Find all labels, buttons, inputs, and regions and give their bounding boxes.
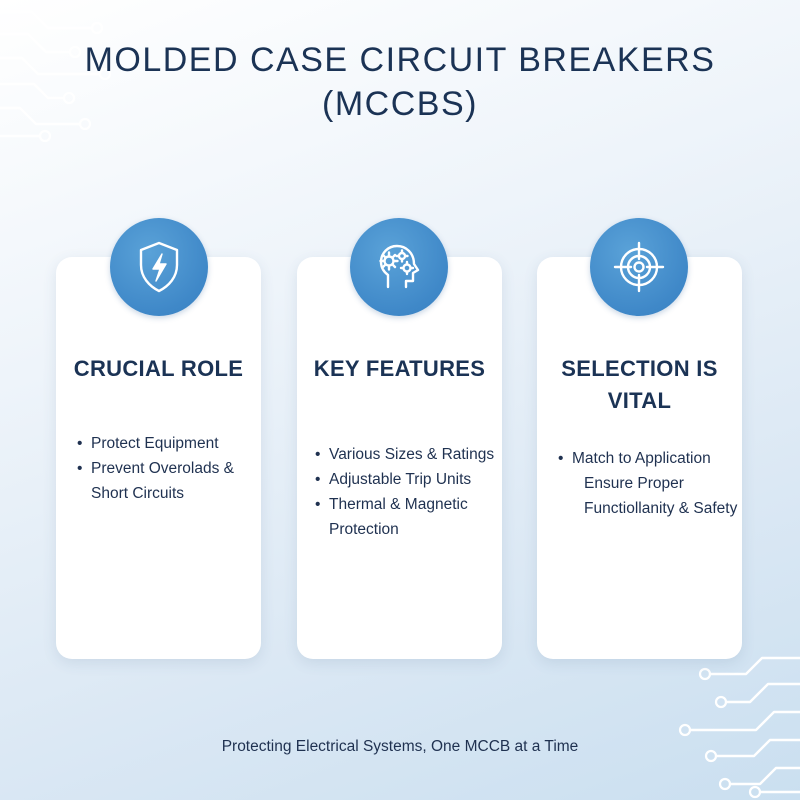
card-title: SELECTION IS VITAL [561, 356, 718, 413]
bullet-list: Various Sizes & Ratings Adjustable Trip … [315, 442, 501, 542]
target-crosshair-icon [590, 218, 688, 316]
page-title: MOLDED CASE CIRCUIT BREAKERS (MCCBS) [0, 38, 800, 126]
card-crucial-role: CRUCIAL ROLE Protect Equipment Prevent O… [56, 257, 261, 659]
card-selection-is-vital: SELECTION IS VITAL Match to Application … [537, 257, 742, 659]
page-title-line-1: MOLDED CASE CIRCUIT BREAKERS [84, 41, 716, 79]
list-item: Adjustable Trip Units [315, 467, 501, 492]
bullet-list: Match to Application Ensure Proper Funct… [558, 446, 738, 521]
list-item: Various Sizes & Ratings [315, 442, 501, 467]
list-item: Protect Equipment [77, 431, 257, 456]
list-item: Ensure Proper Functiollanity & Safety [584, 475, 738, 517]
head-gears-icon [350, 218, 448, 316]
card-title: KEY FEATURES [313, 356, 486, 381]
bullet-list: Protect Equipment Prevent Overolads & Sh… [77, 431, 257, 506]
card-title: CRUCIAL ROLE [73, 356, 244, 381]
footer-tagline: Protecting Electrical Systems, One MCCB … [221, 738, 579, 755]
circuit-decoration-bottom-right-icon [678, 656, 800, 799]
list-item: Thermal & Magnetic Protection [315, 492, 501, 542]
list-item: Prevent Overolads & Short Circuits [77, 456, 257, 506]
shield-lightning-icon [110, 218, 208, 316]
list-item: Match to Application [558, 446, 738, 471]
page-title-line-2: (MCCBS) [322, 85, 478, 123]
card-key-features: KEY FEATURES Various Sizes & Ratings Adj… [297, 257, 502, 659]
